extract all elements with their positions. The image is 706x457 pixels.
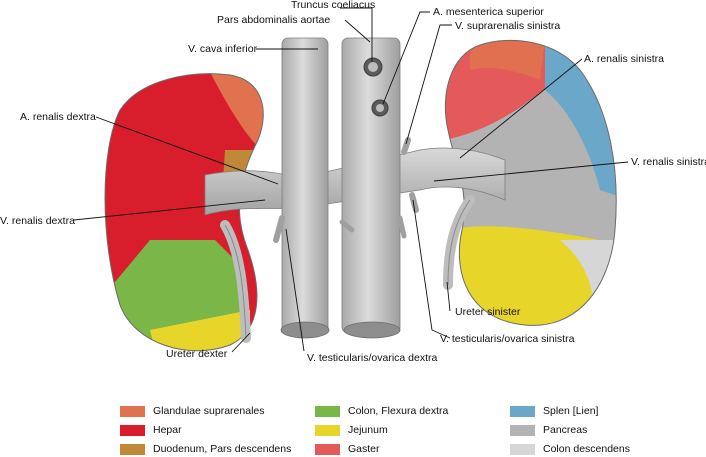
legend-label: Splen [Lien] — [543, 405, 599, 417]
legend-label: Pancreas — [543, 424, 588, 436]
legend-label: Hepar — [153, 424, 182, 436]
label-a-mesenterica-superior: A. mesenterica superior — [433, 6, 544, 18]
legend-item: Jejunum — [315, 422, 388, 438]
label-pars-abdominalis-aortae: Pars abdominalis aortae — [217, 14, 330, 26]
legend-item: Hepar — [120, 422, 182, 438]
label-a-renalis-sinistra: A. renalis sinistra — [584, 53, 664, 65]
legend-label: Jejunum — [348, 424, 388, 436]
legend-item: Colon, Flexura dextra — [315, 403, 448, 419]
legend-item: Pancreas — [510, 422, 587, 438]
label-v-suprarenalis-sinistra: V. suprarenalis sinistra — [455, 20, 560, 32]
legend-label: Gaster — [348, 443, 380, 455]
legend-item: Duodenum, Pars descendens — [120, 441, 291, 457]
label-v-testicularis-dextra: V. testicularis/ovarica dextra — [307, 352, 437, 364]
legend-item: Splen [Lien] — [510, 403, 598, 419]
legend-swatch — [315, 405, 340, 417]
label-v-cava-inferior: V. cava inferior — [188, 43, 258, 55]
legend-swatch — [315, 424, 340, 436]
legend-item: Glandulae suprarenales — [120, 403, 265, 419]
vessels — [204, 37, 506, 343]
legend-swatch — [510, 424, 535, 436]
legend-swatch — [510, 405, 535, 417]
legend-label: Colon, Flexura dextra — [348, 405, 449, 417]
legend-swatch — [120, 405, 145, 417]
label-truncus-coeliacus: Truncus coeliacus — [291, 0, 375, 11]
legend: Glandulae suprarenales Hepar Duodenum, P… — [120, 403, 700, 457]
legend-label: Duodenum, Pars descendens — [153, 443, 292, 455]
legend-swatch — [315, 443, 340, 455]
leader-lines — [73, 7, 629, 353]
legend-item: Colon descendens — [510, 441, 630, 457]
label-ureter-dexter: Ureter dexter — [166, 348, 228, 360]
legend-swatch — [120, 424, 145, 436]
label-v-renalis-sinistra: V. renalis sinistra — [631, 156, 706, 168]
left-kidney-outline — [444, 39, 617, 326]
label-ureter-sinister: Ureter sinister — [455, 306, 521, 318]
label-v-testicularis-sinistra: V. testicularis/ovarica sinistra — [440, 333, 575, 345]
label-a-renalis-dextra: A. renalis dextra — [20, 111, 96, 123]
legend-label: Colon descendens — [543, 443, 630, 455]
right-kidney-outline — [104, 73, 264, 352]
legend-swatch — [510, 443, 535, 455]
legend-swatch — [120, 443, 145, 455]
legend-item: Gaster — [315, 441, 380, 457]
label-v-renalis-dextra: V. renalis dextra — [0, 215, 75, 227]
legend-label: Glandulae suprarenales — [153, 405, 265, 417]
